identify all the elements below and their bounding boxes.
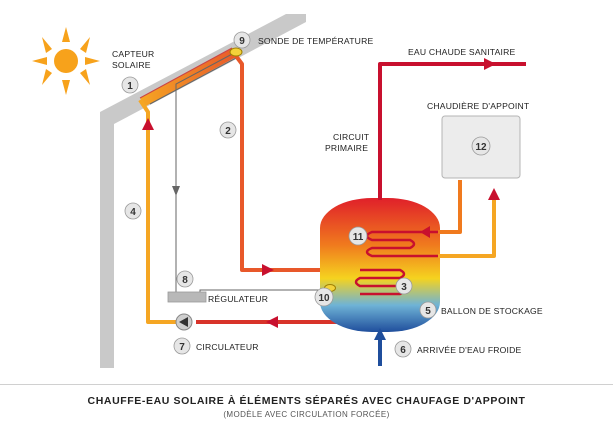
collector-flow-pipe <box>234 54 360 272</box>
regulateur-label: RÉGULATEUR <box>208 294 268 304</box>
labels: CAPTEUR SOLAIRE SONDE DE TEMPÉRATURE EAU… <box>112 36 543 355</box>
svg-text:2: 2 <box>225 126 231 137</box>
svg-text:3: 3 <box>401 282 407 293</box>
number-markers: 1 2 3 4 5 6 7 8 9 10 11 12 <box>121 31 491 358</box>
tank-return-arrow <box>266 316 278 328</box>
marker-12: 12 <box>471 136 491 156</box>
marker-1: 1 <box>121 76 139 94</box>
boiler-in-arrow <box>420 226 430 238</box>
svg-text:5: 5 <box>425 306 431 317</box>
svg-text:4: 4 <box>130 207 136 218</box>
boiler-out-arrow <box>488 188 500 200</box>
hot-water-pipe <box>378 62 526 200</box>
sun-icon <box>32 27 100 95</box>
circulateur-label: CIRCULATEUR <box>196 342 259 352</box>
marker-6: 6 <box>394 340 412 358</box>
circuit-label-line2: PRIMAIRE <box>325 143 368 153</box>
arrivee-label: ARRIVÉE D'EAU FROIDE <box>417 345 522 355</box>
collector-return-arrow <box>142 118 154 130</box>
temperature-sensors <box>229 47 336 292</box>
caption-subtitle: (MODÈLE AVEC CIRCULATION FORCÉE) <box>223 410 390 419</box>
caption-box: CHAUFFE-EAU SOLAIRE À ÉLÉMENTS SÉPARÉS A… <box>0 384 613 438</box>
svg-text:12: 12 <box>475 142 487 153</box>
svg-text:11: 11 <box>353 232 364 243</box>
collector-sensor-icon <box>229 47 243 57</box>
chaudiere-label: CHAUDIÈRE D'APPOINT <box>427 101 530 111</box>
regulator <box>167 291 207 303</box>
sonde-label: SONDE DE TEMPÉRATURE <box>258 36 373 46</box>
marker-9: 9 <box>233 31 251 49</box>
boiler-pipes <box>438 180 496 258</box>
svg-text:7: 7 <box>179 342 185 353</box>
marker-11: 11 <box>348 226 368 246</box>
ballon-label: BALLON DE STOCKAGE <box>441 306 543 316</box>
marker-3: 3 <box>395 277 413 295</box>
svg-text:6: 6 <box>400 345 406 356</box>
marker-8: 8 <box>176 270 194 288</box>
svg-text:9: 9 <box>239 36 245 47</box>
collector-flow-arrow <box>262 264 274 276</box>
circuit-label-line1: CIRCUIT <box>333 132 370 142</box>
svg-text:8: 8 <box>182 275 188 286</box>
hot-water-arrow <box>484 58 496 70</box>
eau-chaude-label: EAU CHAUDE SANITAIRE <box>408 47 516 57</box>
marker-10: 10 <box>314 287 334 307</box>
marker-7: 7 <box>173 337 191 355</box>
svg-text:1: 1 <box>127 81 133 92</box>
circulator-pump <box>175 313 193 331</box>
marker-5: 5 <box>419 301 437 319</box>
caption-title: CHAUFFE-EAU SOLAIRE À ÉLÉMENTS SÉPARÉS A… <box>87 395 526 407</box>
capteur-label-line2: SOLAIRE <box>112 60 151 70</box>
flow-arrows <box>142 58 500 340</box>
svg-text:10: 10 <box>318 293 330 304</box>
capteur-label-line1: CAPTEUR <box>112 49 154 59</box>
cold-water-arrow <box>374 328 386 340</box>
sensor-arrow <box>172 186 180 196</box>
marker-2: 2 <box>219 121 237 139</box>
marker-4: 4 <box>124 202 142 220</box>
collector-return-pipe <box>138 98 176 324</box>
